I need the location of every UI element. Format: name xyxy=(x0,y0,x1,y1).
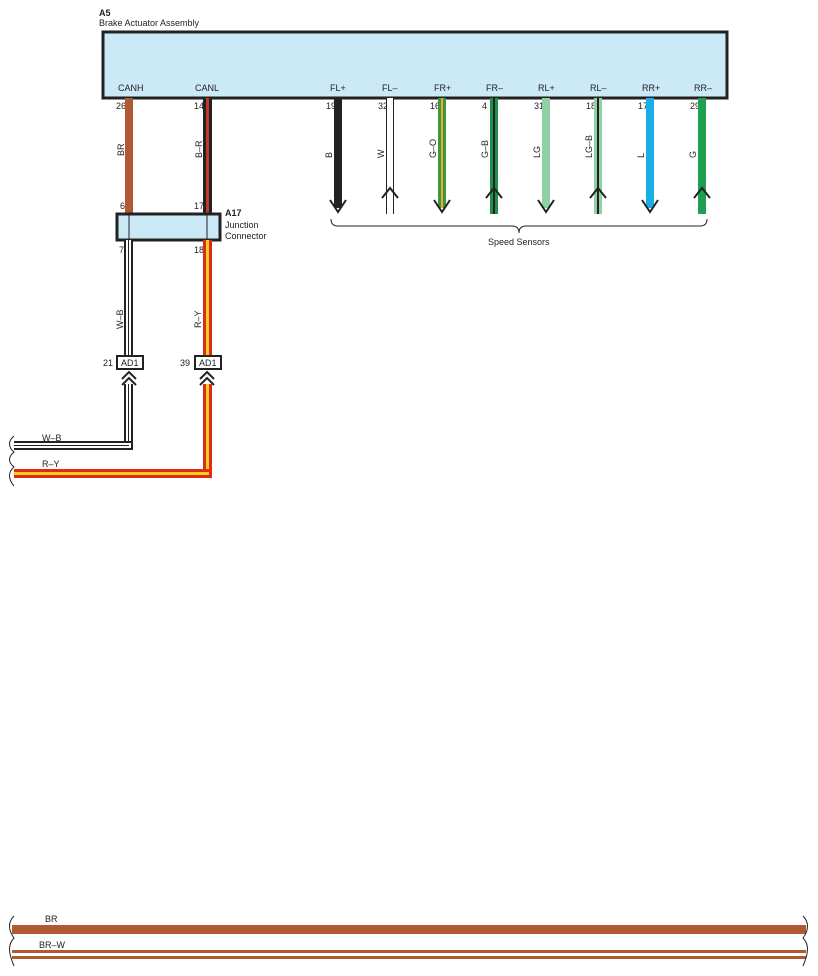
sensor-wire-label-fr-neg: G–B xyxy=(480,140,490,158)
ad1-connector-right xyxy=(194,355,222,370)
ad1-left-label: AD1 xyxy=(121,358,139,368)
actuator-ref: A5 xyxy=(99,8,111,18)
sensor-signal-rr-neg: RR– xyxy=(694,83,712,93)
sensor-signal-rl-pos: RL+ xyxy=(538,83,555,93)
sensor-pin-fl-neg: 32 xyxy=(378,101,388,111)
sensor-shaft xyxy=(387,98,393,214)
sensor-wire-rr-pos: RR+ 17L xyxy=(636,83,660,214)
bus-ry-label: R–Y xyxy=(42,459,60,469)
junction-pin-6: 6 xyxy=(120,201,125,211)
sensor-wire-fl-pos: FL+ 19B xyxy=(324,83,347,214)
junction-pin-7: 7 xyxy=(119,245,124,255)
junction-ref: A17 xyxy=(225,208,242,218)
junction-pin-18: 18 xyxy=(194,245,204,255)
ad1-right-label: AD1 xyxy=(199,358,217,368)
sensor-wire-rr-neg: RR– 29G xyxy=(688,83,712,214)
ad1-pin-39: 39 xyxy=(180,358,190,368)
sensor-arrow-up-icon xyxy=(589,186,607,199)
bottom-break-left xyxy=(9,915,15,967)
sensor-shaft xyxy=(334,98,342,208)
sensor-pin-fr-neg: 4 xyxy=(482,101,487,111)
speed-sensors-brace xyxy=(330,218,708,234)
sensor-signal-rr-pos: RR+ xyxy=(642,83,660,93)
sensor-wire-label-rr-neg: G xyxy=(688,151,698,158)
speed-sensors-label: Speed Sensors xyxy=(488,237,550,247)
ry-wire-bus xyxy=(14,384,212,478)
canl-wire-label: B–R xyxy=(194,140,204,158)
bottom-brw-wire xyxy=(12,950,806,959)
sensor-pin-rl-pos: 31 xyxy=(534,101,544,111)
wb-wire-vertical xyxy=(124,240,133,355)
bottom-break-right xyxy=(802,915,808,967)
canh-br-wire xyxy=(125,98,133,214)
bus-wb-label: W–B xyxy=(42,433,62,443)
bus-break-mark xyxy=(9,435,15,487)
sensor-stripe xyxy=(493,98,495,214)
sensor-shaft xyxy=(698,98,706,214)
canl-signal-label: CANL xyxy=(195,83,219,93)
sensor-wire-fl-neg: FL– 32W xyxy=(376,83,399,214)
bottom-br-wire xyxy=(12,925,806,934)
speed-sensor-wires: FL+19BFL–32WFR+16G–OFR–4G–BRL+31LGRL–18L… xyxy=(324,83,712,214)
sensor-wire-label-rr-pos: L xyxy=(636,153,646,158)
sensor-arrow-up-icon xyxy=(485,186,503,199)
sensor-shaft xyxy=(542,98,550,208)
sensor-signal-rl-neg: RL– xyxy=(590,83,607,93)
sensor-arrow-down-icon xyxy=(433,199,451,214)
canh-wire-label: BR xyxy=(116,143,126,156)
sensor-pin-fl-pos: 19 xyxy=(326,101,336,111)
sensor-stripe xyxy=(441,98,443,208)
sensor-pin-rl-neg: 18 xyxy=(586,101,596,111)
sensor-arrow-up-icon xyxy=(693,186,711,199)
ad1-left-chevron xyxy=(121,370,137,386)
actuator-name: Brake Actuator Assembly xyxy=(99,18,200,28)
sensor-wire-label-rl-pos: LG xyxy=(532,146,542,158)
sensor-pin-rr-neg: 29 xyxy=(690,101,700,111)
ry-wire-vertical xyxy=(203,240,212,355)
bottom-br-label: BR xyxy=(45,914,58,924)
junction-pin-17: 17 xyxy=(194,201,204,211)
sensor-signal-fl-neg: FL– xyxy=(382,83,398,93)
sensor-pin-rr-pos: 17 xyxy=(638,101,648,111)
sensor-arrow-down-icon xyxy=(537,199,555,214)
sensor-wire-fr-pos: FR+ 16G–O xyxy=(428,83,451,214)
canl-br-wire xyxy=(203,98,212,214)
wb-wire-bus xyxy=(14,384,133,450)
sensor-wire-label-fl-neg: W xyxy=(376,149,386,158)
sensor-signal-fl-pos: FL+ xyxy=(330,83,346,93)
ad1-connector-left xyxy=(116,355,144,370)
ad1-pin-21: 21 xyxy=(103,358,113,368)
canh-signal-label: CANH xyxy=(118,83,144,93)
brake-actuator-assembly xyxy=(101,30,729,100)
sensor-pin-fr-pos: 16 xyxy=(430,101,440,111)
ad1-right-chevron xyxy=(199,370,215,386)
junction-connector xyxy=(115,212,222,242)
sensor-wire-label-fl-pos: B xyxy=(324,152,334,158)
junction-name-line2: Connector xyxy=(225,231,267,241)
ry-wire-label: R–Y xyxy=(193,310,203,328)
sensor-shaft xyxy=(646,98,654,208)
sensor-signal-fr-neg: FR– xyxy=(486,83,503,93)
sensor-stripe xyxy=(597,98,599,214)
wb-wire-label: W–B xyxy=(115,309,125,329)
sensor-arrow-down-icon xyxy=(641,199,659,214)
canh-pin-top: 26 xyxy=(116,101,126,111)
sensor-arrow-down-icon xyxy=(329,199,347,214)
sensor-arrow-up-icon xyxy=(381,186,399,199)
bottom-brw-label: BR–W xyxy=(39,940,66,950)
canl-pin-top: 14 xyxy=(194,101,204,111)
sensor-wire-label-fr-pos: G–O xyxy=(428,139,438,158)
sensor-wire-label-rl-neg: LG–B xyxy=(584,135,594,158)
sensor-signal-fr-pos: FR+ xyxy=(434,83,451,93)
sensor-wire-fr-neg: FR– 4G–B xyxy=(480,83,503,214)
junction-name-line1: Junction xyxy=(225,220,259,230)
